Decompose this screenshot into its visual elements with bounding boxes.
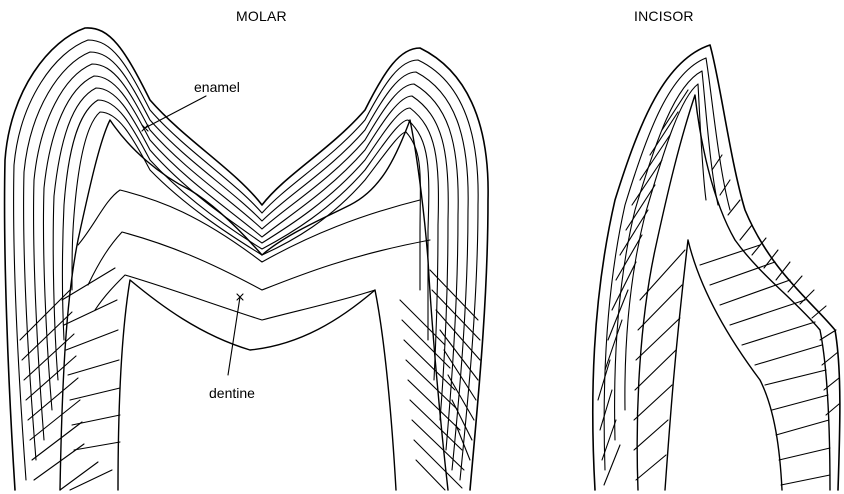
enamel-pointer-line xyxy=(145,96,206,128)
molar-enamel-line xyxy=(34,64,459,450)
molar-enamel-line xyxy=(14,40,479,480)
dentine-pointer-line xyxy=(228,297,240,375)
molar-right-tubules xyxy=(400,270,480,490)
incisor-enamel-line xyxy=(625,84,706,410)
molar-dentine-line xyxy=(95,275,375,320)
incisor-dentine-tubules xyxy=(634,245,830,485)
molar-enamel-line xyxy=(24,52,469,470)
molar-outer-surface xyxy=(5,28,489,490)
incisor-pulp-canal xyxy=(665,240,782,490)
molar-enamel-line xyxy=(53,88,438,380)
incisor-enamel-line xyxy=(604,58,730,470)
incisor-outer-surface xyxy=(593,45,840,490)
molar-pulp-chamber xyxy=(118,280,396,490)
